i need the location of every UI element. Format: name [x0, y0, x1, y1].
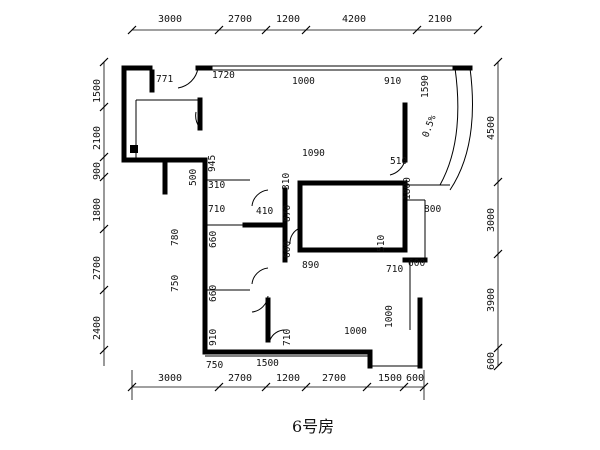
left-dim-2: 2100	[92, 126, 103, 150]
dim-1500: 1500	[256, 358, 279, 369]
plan-title: 6号房	[292, 417, 334, 436]
dim-890: 890	[302, 260, 319, 271]
dim-1800: 1800	[402, 177, 413, 200]
top-dimension-line	[127, 25, 483, 35]
bottom-dim-4: 2700	[322, 373, 346, 384]
dim-910-b: 910	[208, 329, 219, 346]
dim-750-b: 750	[206, 360, 223, 371]
left-dim-1: 1500	[92, 79, 103, 103]
bottom-dim-6: 600	[406, 373, 424, 384]
right-dim-3: 3900	[486, 288, 497, 312]
right-dim-4: 600	[486, 352, 497, 370]
top-dim-2: 2700	[228, 14, 252, 25]
door-swings	[177, 67, 406, 341]
dim-1090: 1090	[302, 148, 325, 159]
left-dimension-line	[99, 57, 109, 366]
dim-710-b: 710	[386, 264, 403, 275]
dim-660-b: 660	[208, 285, 219, 302]
dim-910-top: 910	[384, 76, 401, 87]
dim-660-a: 660	[208, 231, 219, 248]
dim-310-a: 310	[208, 180, 225, 191]
top-dim-4: 4200	[342, 14, 366, 25]
left-dim-5: 2700	[92, 256, 103, 280]
right-dim-1: 4500	[486, 116, 497, 140]
left-dim-3: 900	[92, 162, 103, 180]
dim-750-a: 750	[170, 275, 181, 292]
dim-310-b: 310	[281, 173, 292, 190]
bottom-dim-5: 1500	[378, 373, 402, 384]
bottom-dimension-line	[127, 370, 429, 400]
dim-410: 410	[256, 206, 273, 217]
left-dim-4: 1800	[92, 198, 103, 222]
top-dim-1: 3000	[158, 14, 182, 25]
dim-1720: 1720	[212, 70, 235, 81]
top-dim-5: 2100	[428, 14, 452, 25]
left-dim-6: 2400	[92, 316, 103, 340]
dim-1000-bottom: 1000	[344, 326, 367, 337]
dim-510-b: 510	[376, 235, 387, 252]
dim-500: 500	[188, 169, 199, 186]
bottom-dim-2: 2700	[228, 373, 252, 384]
dim-1000-right: 1000	[384, 305, 395, 328]
dim-870: 870	[282, 205, 293, 222]
dim-945: 945	[207, 155, 218, 172]
slope-label: 0.5%	[420, 114, 438, 140]
dim-800: 800	[424, 204, 441, 215]
dim-600-a: 600	[282, 241, 293, 258]
bottom-dim-1: 3000	[158, 373, 182, 384]
dim-510-a: 510	[390, 156, 407, 167]
dim-600-b: 600	[408, 258, 425, 269]
dim-780: 780	[170, 229, 181, 246]
dim-1000-top: 1000	[292, 76, 315, 87]
right-dimension-line	[493, 57, 503, 371]
walls	[121, 65, 473, 369]
bottom-dim-3: 1200	[276, 373, 300, 384]
dim-1590: 1590	[420, 75, 431, 98]
right-dim-2: 3000	[486, 208, 497, 232]
dim-710-c: 710	[282, 329, 293, 346]
dim-771: 771	[156, 74, 173, 85]
top-dim-3: 1200	[276, 14, 300, 25]
dim-710-a: 710	[208, 204, 225, 215]
